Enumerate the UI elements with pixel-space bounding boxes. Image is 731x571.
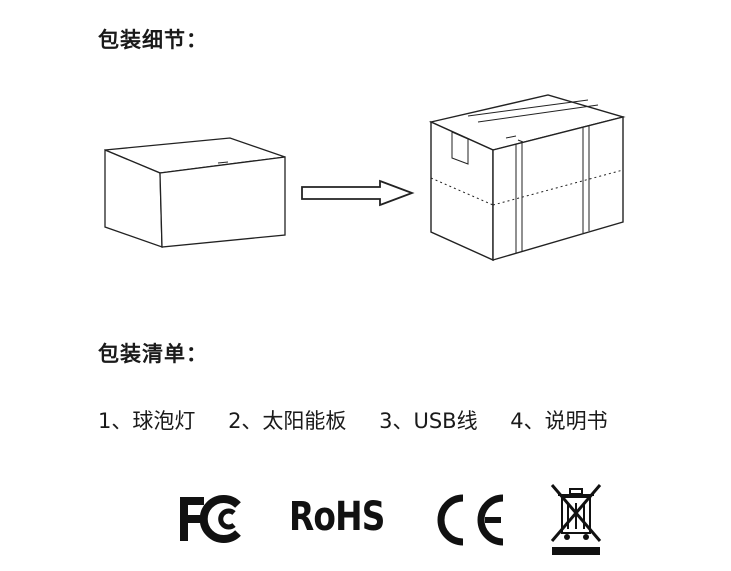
shipping-carton-illustration xyxy=(428,94,626,262)
list-item: 4、说明书 xyxy=(510,409,608,433)
list-item: 2、太阳能板 xyxy=(228,409,347,433)
package-contents-list: 1、球泡灯 2、太阳能板 3、USB线 4、说明书 xyxy=(98,405,634,435)
rohs-logo: RoHS xyxy=(289,494,385,540)
fcc-logo xyxy=(180,495,241,543)
crossed-out-bin-icon xyxy=(550,484,602,555)
plain-box-illustration xyxy=(104,137,286,248)
contents-heading: 包装清单： xyxy=(98,342,208,366)
list-item: 3、USB线 xyxy=(379,409,478,433)
arrow-right-icon xyxy=(301,179,415,207)
packaging-heading: 包装细节： xyxy=(98,28,208,52)
ce-logo xyxy=(437,494,504,546)
list-item: 1、球泡灯 xyxy=(98,409,196,433)
